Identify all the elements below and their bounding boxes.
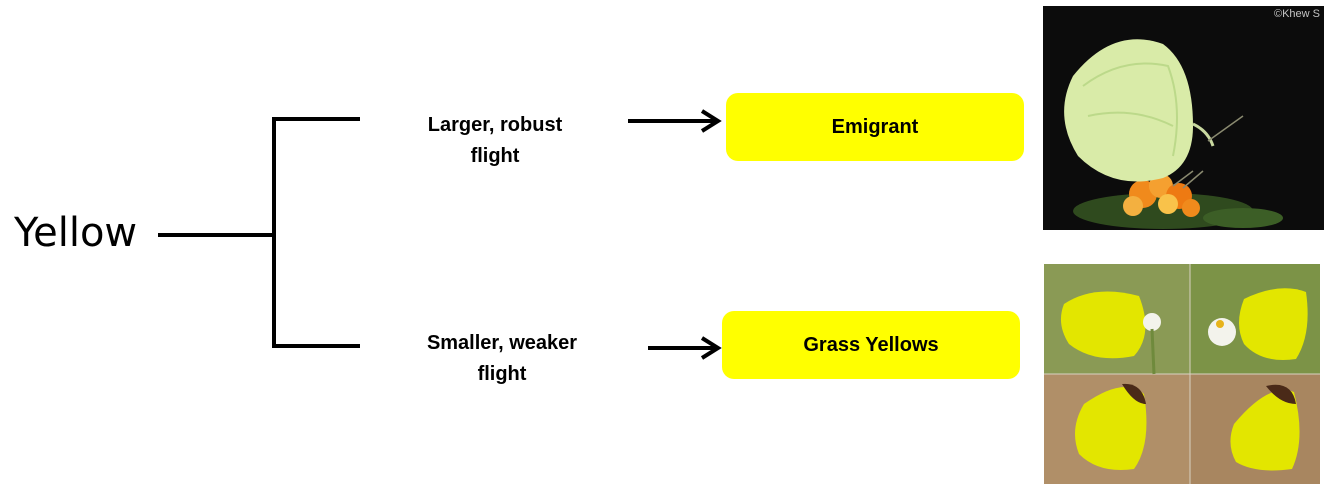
emigrant-photo: ©Khew S [1043,6,1324,230]
lower-branch-label: Smaller, weaker flight [392,328,612,390]
upper-arrow [628,109,722,133]
emigrant-butterfly-illustration [1064,39,1283,229]
root-label: Yellow [14,210,138,256]
upper-branch-label-line1: Larger, robust [427,114,563,136]
upper-branch-label: Larger, robust flight [385,110,605,172]
lower-branch-label-line2: flight [477,363,527,385]
emigrant-box: Emigrant [726,93,1024,161]
lower-arrow [648,336,722,360]
lower-branch-label-line1: Smaller, weaker [426,332,578,354]
emigrant-photo-watermark: ©Khew S [1273,8,1320,20]
grass-yellows-collage [1044,264,1320,484]
grass-yellows-box: Grass Yellows [722,311,1020,379]
upper-branch-label-line2: flight [470,145,520,167]
grass-yellows-photo [1044,264,1320,484]
